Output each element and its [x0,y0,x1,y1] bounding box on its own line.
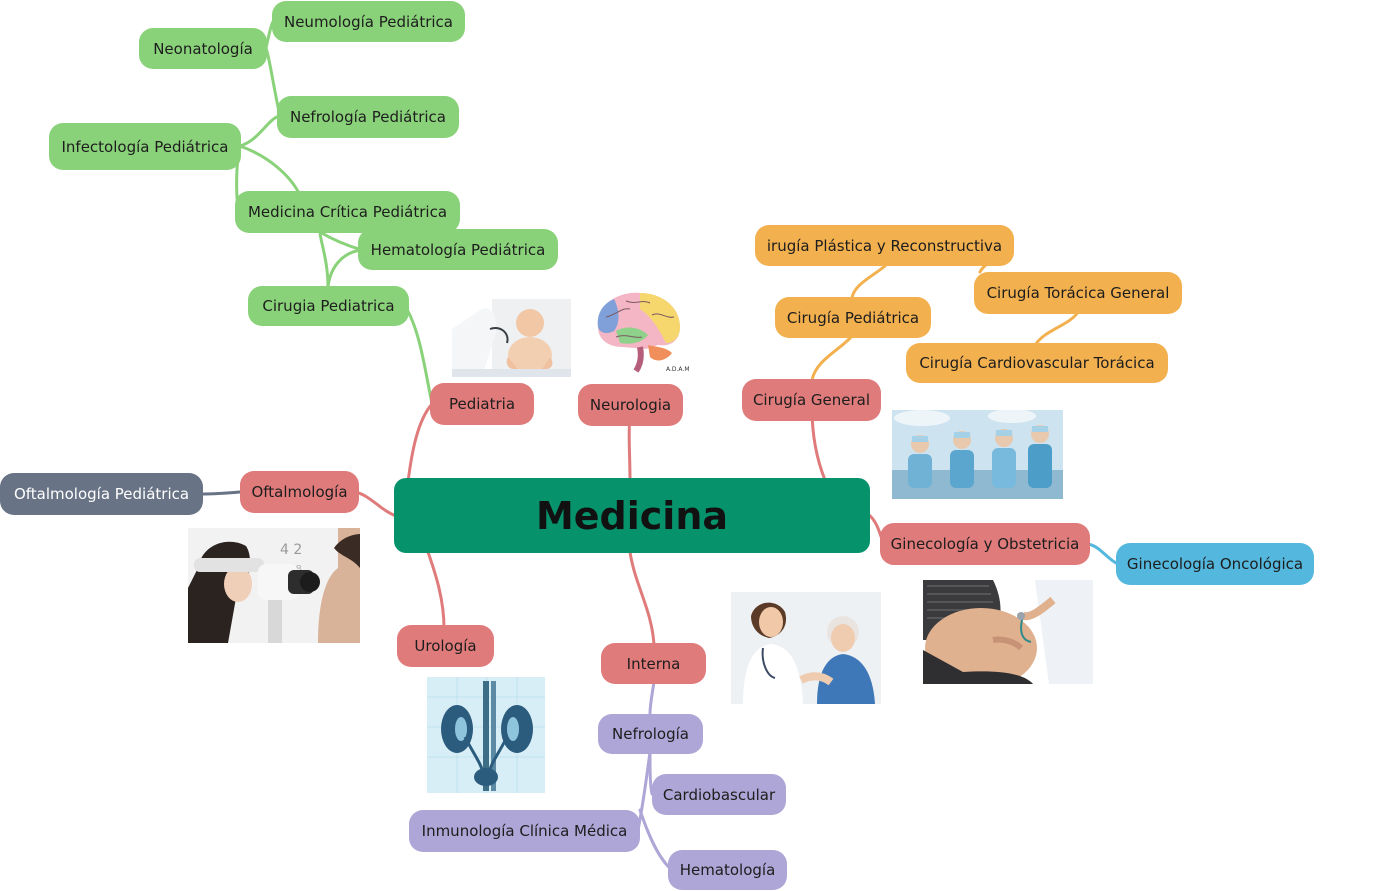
node-interna[interactable]: Interna [601,643,706,684]
link-root-neurologia [627,416,632,482]
node-ginecologia[interactable]: Ginecología y Obstetricia [880,523,1090,565]
node-cirugia-plastica[interactable]: irugía Plástica y Reconstructiva [755,225,1014,266]
node-neonatologia[interactable]: Neonatología [139,28,267,69]
svg-text:A.D.A.M.: A.D.A.M. [666,366,690,373]
node-label: Nefrología [612,725,689,743]
link-pediatrica-plastica [850,264,887,300]
node-label: Infectología Pediátrica [61,137,229,156]
node-nefrologia[interactable]: Nefrología [598,714,703,754]
node-label: Inmunología Clínica Médica [421,822,628,840]
pregnancy-checkup-photo [923,580,1093,684]
node-label: irugía Plástica y Reconstructiva [766,236,1003,255]
node-label: Ginecología y Obstetricia [890,535,1080,553]
node-label: Neonatología [153,39,253,58]
link-ginecologia-oncologica [1086,542,1120,566]
root-label: Medicina [535,493,729,538]
node-inmunologia[interactable]: Inmunología Clínica Médica [409,810,640,852]
surgery-team-photo [892,410,1063,499]
link-root-oftalmologia [353,490,398,518]
node-label: Cirugia Pediatrica [262,297,395,315]
node-label: Oftalmología Pediátrica [13,485,190,503]
node-urologia[interactable]: Urología [397,625,494,667]
node-label: Cirugía Cardiovascular Torácica [919,354,1155,372]
link-oftalmologia-pediatrica [200,490,242,496]
node-cirugia-toracica[interactable]: Cirugía Torácica General [974,272,1182,314]
node-label: Cirugía Pediátrica [786,308,920,327]
root-node-medicina[interactable]: Medicina [394,478,870,553]
node-pediatria[interactable]: Pediatria [430,383,534,425]
kidneys-illustration [427,677,545,793]
link-cirugia-hematologia [326,248,364,289]
node-label: Hematología [679,861,776,879]
node-label: Pediatria [448,395,516,413]
link-root-pediatria [406,402,434,484]
node-label: Ginecología Oncológica [1126,555,1304,573]
node-medicina-critica-pediatrica[interactable]: Medicina Crítica Pediátrica [235,191,460,233]
svg-text:4 2: 4 2 [280,542,302,558]
node-nefrologia-pediatrica[interactable]: Nefrología Pediátrica [277,96,459,138]
node-neumologia-pediatrica[interactable]: Neumología Pediátrica [272,1,465,42]
node-cirugia-general[interactable]: Cirugía General [742,379,881,421]
node-label: Medicina Crítica Pediátrica [247,203,448,221]
node-label: Hematología Pediátrica [370,240,546,259]
node-hematologia[interactable]: Hematología [668,850,787,890]
node-label: Urología [414,637,477,655]
link-nefrologia-critica [238,144,302,197]
node-ginecologia-oncologica[interactable]: Ginecología Oncológica [1116,543,1314,585]
nurse-elderly-photo [731,592,881,704]
brain-illustration: A.D.A.M. [586,287,690,375]
node-label: Cirugía Torácica General [986,284,1170,302]
link-infectologia-nefrologia [238,114,282,148]
node-oftalmologia-pediatrica[interactable]: Oftalmología Pediátrica [0,473,203,515]
node-cirugia-pediatrica-orange[interactable]: Cirugía Pediátrica [775,297,931,338]
link-toracica-cardiovascular [1034,310,1080,346]
node-cirugia-pediatrica-green[interactable]: Cirugia Pediatrica [248,286,409,326]
node-infectologia-pediatrica[interactable]: Infectología Pediátrica [49,123,241,170]
node-label: Neumología Pediátrica [283,12,453,31]
node-label: Cardiobascular [662,785,776,804]
link-hematologia-critica [318,230,364,252]
node-oftalmologia[interactable]: Oftalmología [240,471,359,513]
node-cirugia-cardiovascular[interactable]: Cirugía Cardiovascular Torácica [906,343,1168,383]
link-cirugia-critica [318,230,330,289]
node-neurologia[interactable]: Neurologia [578,384,683,426]
baby-doctor-photo [452,299,571,377]
node-label: Cirugía General [752,391,871,409]
link-cirugia-pediatrica [810,334,854,382]
link-root-interna [628,550,656,647]
link-interna-nefrologia [648,680,656,716]
link-root-urologia [426,550,446,630]
node-label: Oftalmología [251,483,348,501]
link-pediatria-cirugia [403,304,434,406]
node-label: Neurologia [589,396,672,414]
node-label: Interna [626,654,681,673]
node-cardiobascular[interactable]: Cardiobascular [652,774,786,815]
node-label: Nefrología Pediátrica [289,108,446,126]
eye-exam-photo: 4 2 7 8 [188,528,360,643]
node-hematologia-pediatrica[interactable]: Hematología Pediátrica [358,229,558,270]
